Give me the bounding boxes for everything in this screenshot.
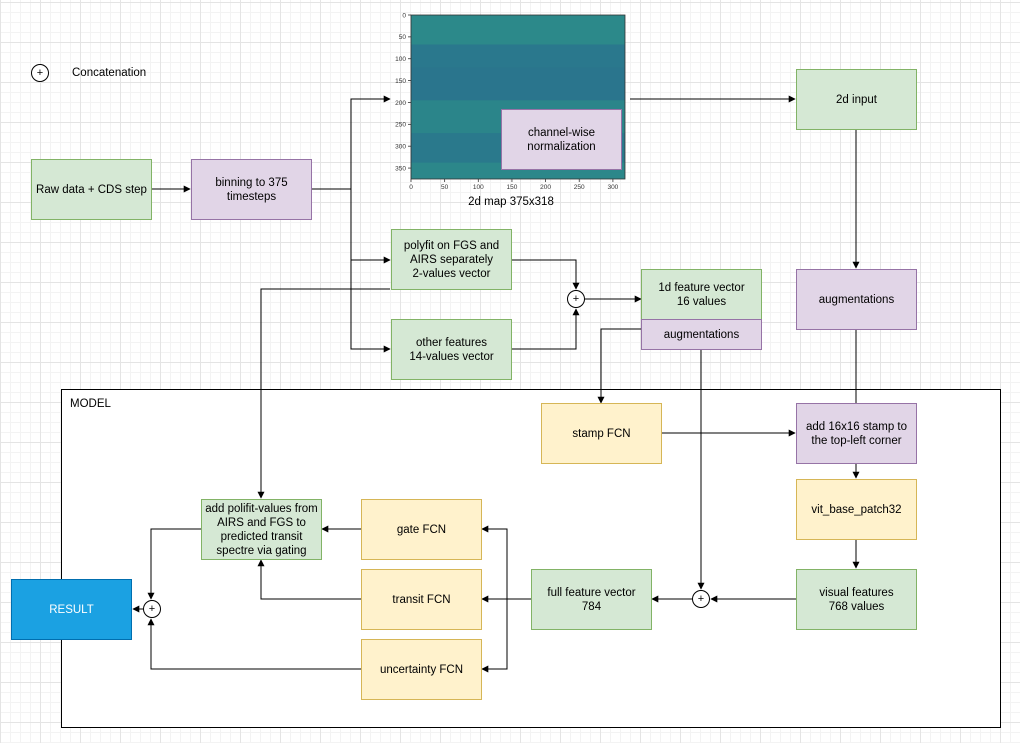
x-tick-label: 200 <box>540 184 551 191</box>
feature-vector-1d-node: 1d feature vector 16 values <box>641 269 762 320</box>
stamp-fcn-node: stamp FCN <box>541 403 662 464</box>
vit-node: vit_base_patch32 <box>796 479 917 540</box>
concat-operator-1d: + <box>567 290 585 308</box>
model-label: MODEL <box>70 398 111 410</box>
uncertainty-fcn-node: uncertainty FCN <box>361 639 482 700</box>
y-tick-label: 100 <box>395 56 406 63</box>
y-tick-label: 350 <box>395 165 406 172</box>
y-tick-label: 250 <box>395 122 406 129</box>
augmentations-1d-node: augmentations <box>641 319 762 350</box>
concat-operator-features: + <box>692 590 710 608</box>
binning-node: binning to 375 timesteps <box>191 159 312 220</box>
y-tick-label: 0 <box>402 12 406 19</box>
result-node: RESULT <box>11 579 132 640</box>
x-tick-label: 300 <box>607 184 618 191</box>
y-tick-label: 150 <box>395 78 406 85</box>
concat-legend-icon: + <box>31 64 49 82</box>
transit-fcn-node: transit FCN <box>361 569 482 630</box>
x-tick-label: 150 <box>507 184 518 191</box>
raw-data-node: Raw data + CDS step <box>31 159 152 220</box>
y-tick-label: 50 <box>399 34 407 41</box>
channel-normalization-node: channel-wise normalization <box>501 109 622 170</box>
legend-label: Concatenation <box>72 67 147 79</box>
x-tick-label: 250 <box>574 184 585 191</box>
edge-other-to-concat <box>511 308 580 350</box>
augmentations-2d-node: augmentations <box>796 269 917 330</box>
x-tick-label: 100 <box>473 184 484 191</box>
heatmap-band <box>411 67 625 101</box>
polifit-gating-node: add polifit-values from AIRS and FGS to … <box>201 499 322 560</box>
heatmap-band <box>411 44 625 68</box>
x-tick-label: 50 <box>441 184 449 191</box>
gate-fcn-node: gate FCN <box>361 499 482 560</box>
x-tick-label: 0 <box>409 184 413 191</box>
y-tick-label: 300 <box>395 144 406 151</box>
polyfit-node: polyfit on FGS and AIRS separately 2-val… <box>391 229 512 290</box>
heatmap-caption: 2d map 375x318 <box>468 196 554 208</box>
edge-branch-to-other <box>350 260 391 353</box>
heatmap-frame <box>410 14 626 180</box>
heatmap-band <box>411 15 625 45</box>
add-stamp-node: add 16x16 stamp to the top-left corner <box>796 403 917 464</box>
full-feature-vector-node: full feature vector 784 <box>531 569 652 630</box>
edge-polyfit-to-concat <box>511 259 580 290</box>
input-2d-node: 2d input <box>796 69 917 130</box>
visual-features-node: visual features 768 values <box>796 569 917 630</box>
y-tick-label: 200 <box>395 100 406 107</box>
concat-operator-result: + <box>143 600 161 618</box>
other-features-node: other features 14-values vector <box>391 319 512 380</box>
